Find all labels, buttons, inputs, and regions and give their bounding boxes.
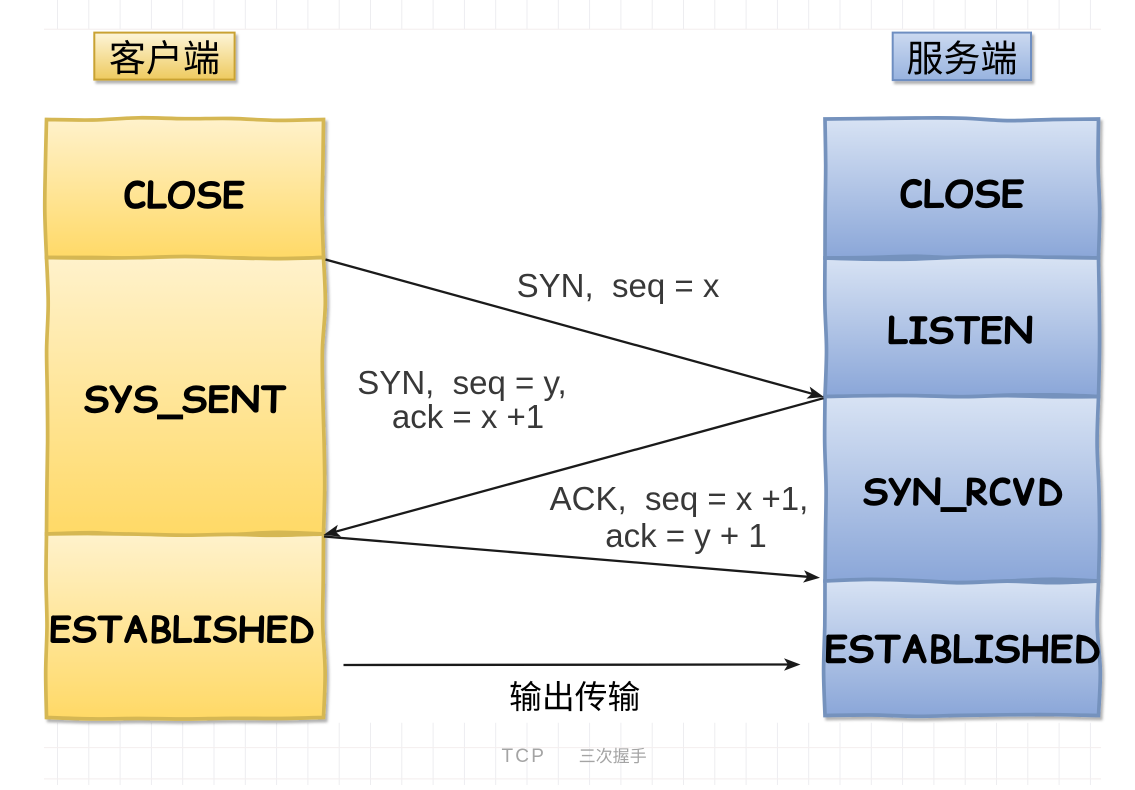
- svg-text:ACK, seq = x +1,: ACK, seq = x +1,: [550, 480, 809, 517]
- svg-text:ack = y + 1: ack = y + 1: [605, 517, 766, 554]
- svg-text:SYN, seq = y,: SYN, seq = y,: [357, 364, 566, 401]
- svg-text:SYN, seq = x: SYN, seq = x: [517, 267, 720, 304]
- svg-text:TCP: TCP: [502, 746, 547, 767]
- svg-text:ack = x +1: ack = x +1: [392, 398, 544, 435]
